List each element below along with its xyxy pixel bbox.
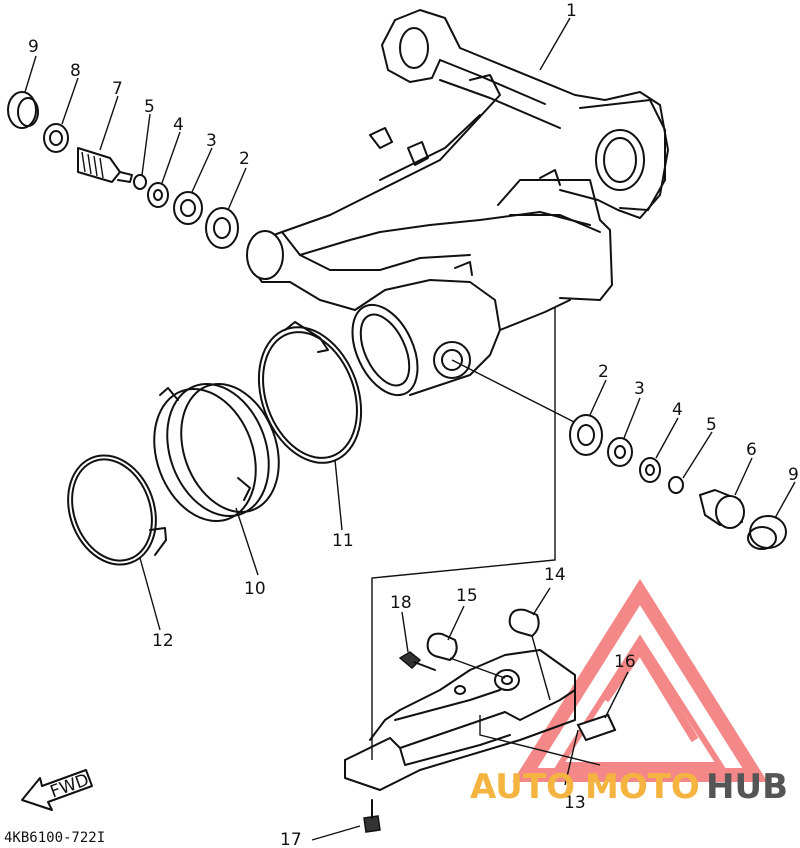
callout-14: 14	[544, 565, 566, 585]
fwd-label: FWD	[48, 770, 92, 802]
callout-9-right: 9	[788, 465, 799, 485]
swingarm-part-1	[246, 9, 669, 397]
callout-12: 12	[152, 631, 174, 651]
watermark-moto: MOTO	[585, 767, 700, 807]
callout-11: 11	[332, 531, 354, 551]
callout-5-left: 5	[144, 97, 155, 117]
lower-bracket-assembly	[344, 308, 617, 833]
leader-lines	[24, 17, 796, 841]
watermark-auto: AUTO	[470, 767, 575, 807]
boot-and-clamps	[67, 321, 363, 566]
callout-2-right: 2	[598, 362, 609, 382]
callout-18: 18	[390, 593, 412, 613]
left-bearing-stack	[7, 91, 239, 249]
callout-6: 6	[746, 440, 757, 460]
fwd-arrow-icon	[21, 769, 93, 811]
callout-9-left: 9	[28, 37, 39, 57]
callout-16: 16	[614, 652, 636, 672]
right-bearing-stack	[451, 359, 787, 550]
callout-2-left: 2	[239, 149, 250, 169]
callout-13: 13	[564, 793, 586, 813]
callout-3-right: 3	[634, 379, 645, 399]
callout-4-right: 4	[672, 400, 683, 420]
diagram-code: 4KB6100-722I	[4, 830, 105, 846]
callout-3-left: 3	[206, 131, 217, 151]
callout-4-left: 4	[173, 115, 184, 135]
callout-7: 7	[112, 79, 123, 99]
watermark-hub: HUB	[706, 767, 788, 807]
callout-5-right: 5	[706, 415, 717, 435]
callout-17: 17	[280, 830, 302, 848]
watermark-text: AUTO MOTO HUB	[470, 767, 788, 807]
callout-10: 10	[244, 579, 266, 599]
watermark-logo	[512, 578, 768, 782]
callout-15: 15	[456, 586, 478, 606]
callout-labels: 1 2 3 4 5 7 8 9 2 3 4 5 6 9 10 11 12 13 …	[28, 1, 799, 848]
callout-8: 8	[70, 61, 81, 81]
callout-1: 1	[566, 1, 577, 21]
